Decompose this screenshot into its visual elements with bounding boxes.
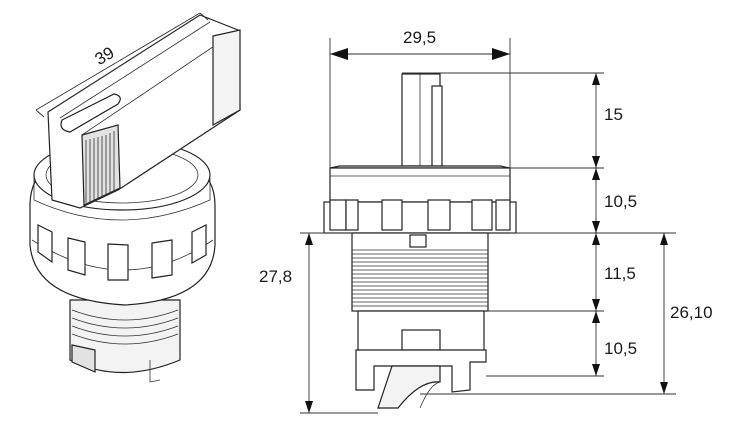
shaft (401, 73, 443, 167)
dimension-label-knob-length: 39 (92, 43, 118, 69)
base (355, 310, 487, 409)
dimension-body-width: 29,5 (329, 28, 511, 168)
isometric-selector-switch: 39 (29, 12, 241, 383)
dimension-label-body-width: 29,5 (403, 28, 436, 47)
dimension-label-overall-left: 27,8 (259, 267, 292, 286)
dimension-chain-right: 15 10,5 11,5 10,5 (592, 73, 637, 376)
dimension-label-shaft-height: 15 (604, 105, 623, 124)
dimension-label-thread-height: 11,5 (604, 264, 636, 283)
dimension-overall-right: 26,10 (660, 233, 713, 394)
cap-teeth (323, 199, 517, 234)
bezel-teeth (37, 224, 207, 281)
dimension-overall-left: 27,8 (259, 232, 378, 414)
orthographic-view: 29,5 15 10,5 11,5 10,5 (259, 28, 713, 414)
dimension-label-cap-height: 10,5 (604, 192, 637, 211)
dimension-label-overall-right: 26,10 (670, 303, 713, 322)
threaded-body (351, 232, 489, 312)
selector-knob (47, 14, 241, 209)
dimension-label-base-height: 10,5 (604, 339, 637, 358)
